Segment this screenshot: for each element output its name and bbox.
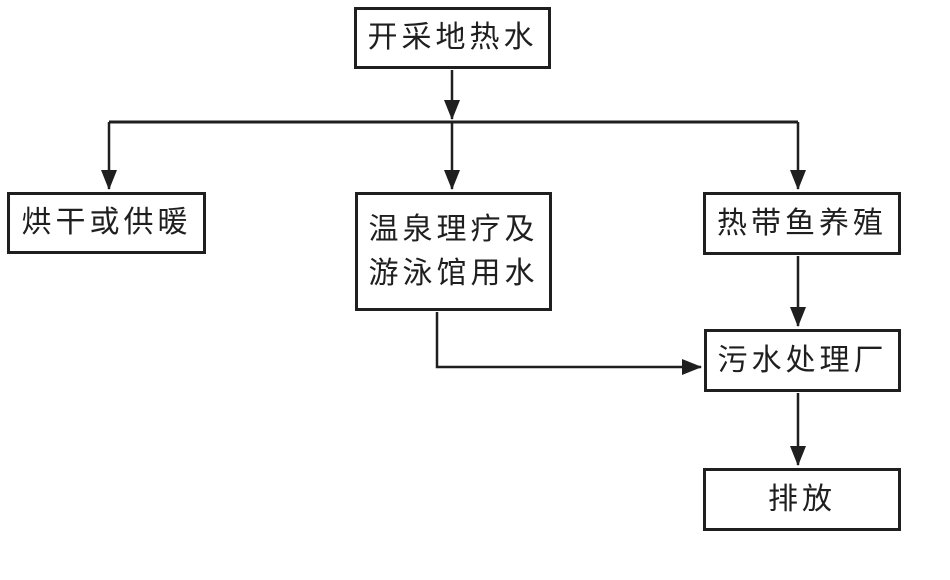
node-extract-geothermal-water: 开采地热水	[354, 7, 551, 69]
node-discharge: 排放	[703, 468, 901, 531]
node-label-line2: 游泳馆用水	[368, 256, 539, 290]
node-drying-or-heating: 烘干或供暖	[7, 192, 206, 254]
node-tropical-fish-farming: 热带鱼养殖	[703, 192, 901, 255]
node-label: 污水处理厂	[717, 343, 888, 377]
node-label: 开采地热水	[367, 21, 538, 54]
node-label: 烘干或供暖	[21, 206, 192, 239]
node-spa-therapy-pool-water: 温泉理疗及 游泳馆用水	[355, 192, 552, 311]
node-label-line1: 温泉理疗及	[368, 212, 539, 246]
node-sewage-treatment-plant: 污水处理厂	[704, 329, 901, 392]
edge-spa-to-sewage	[435, 312, 702, 375]
node-label: 热带鱼养殖	[717, 206, 887, 240]
node-label: 排放	[768, 482, 836, 516]
